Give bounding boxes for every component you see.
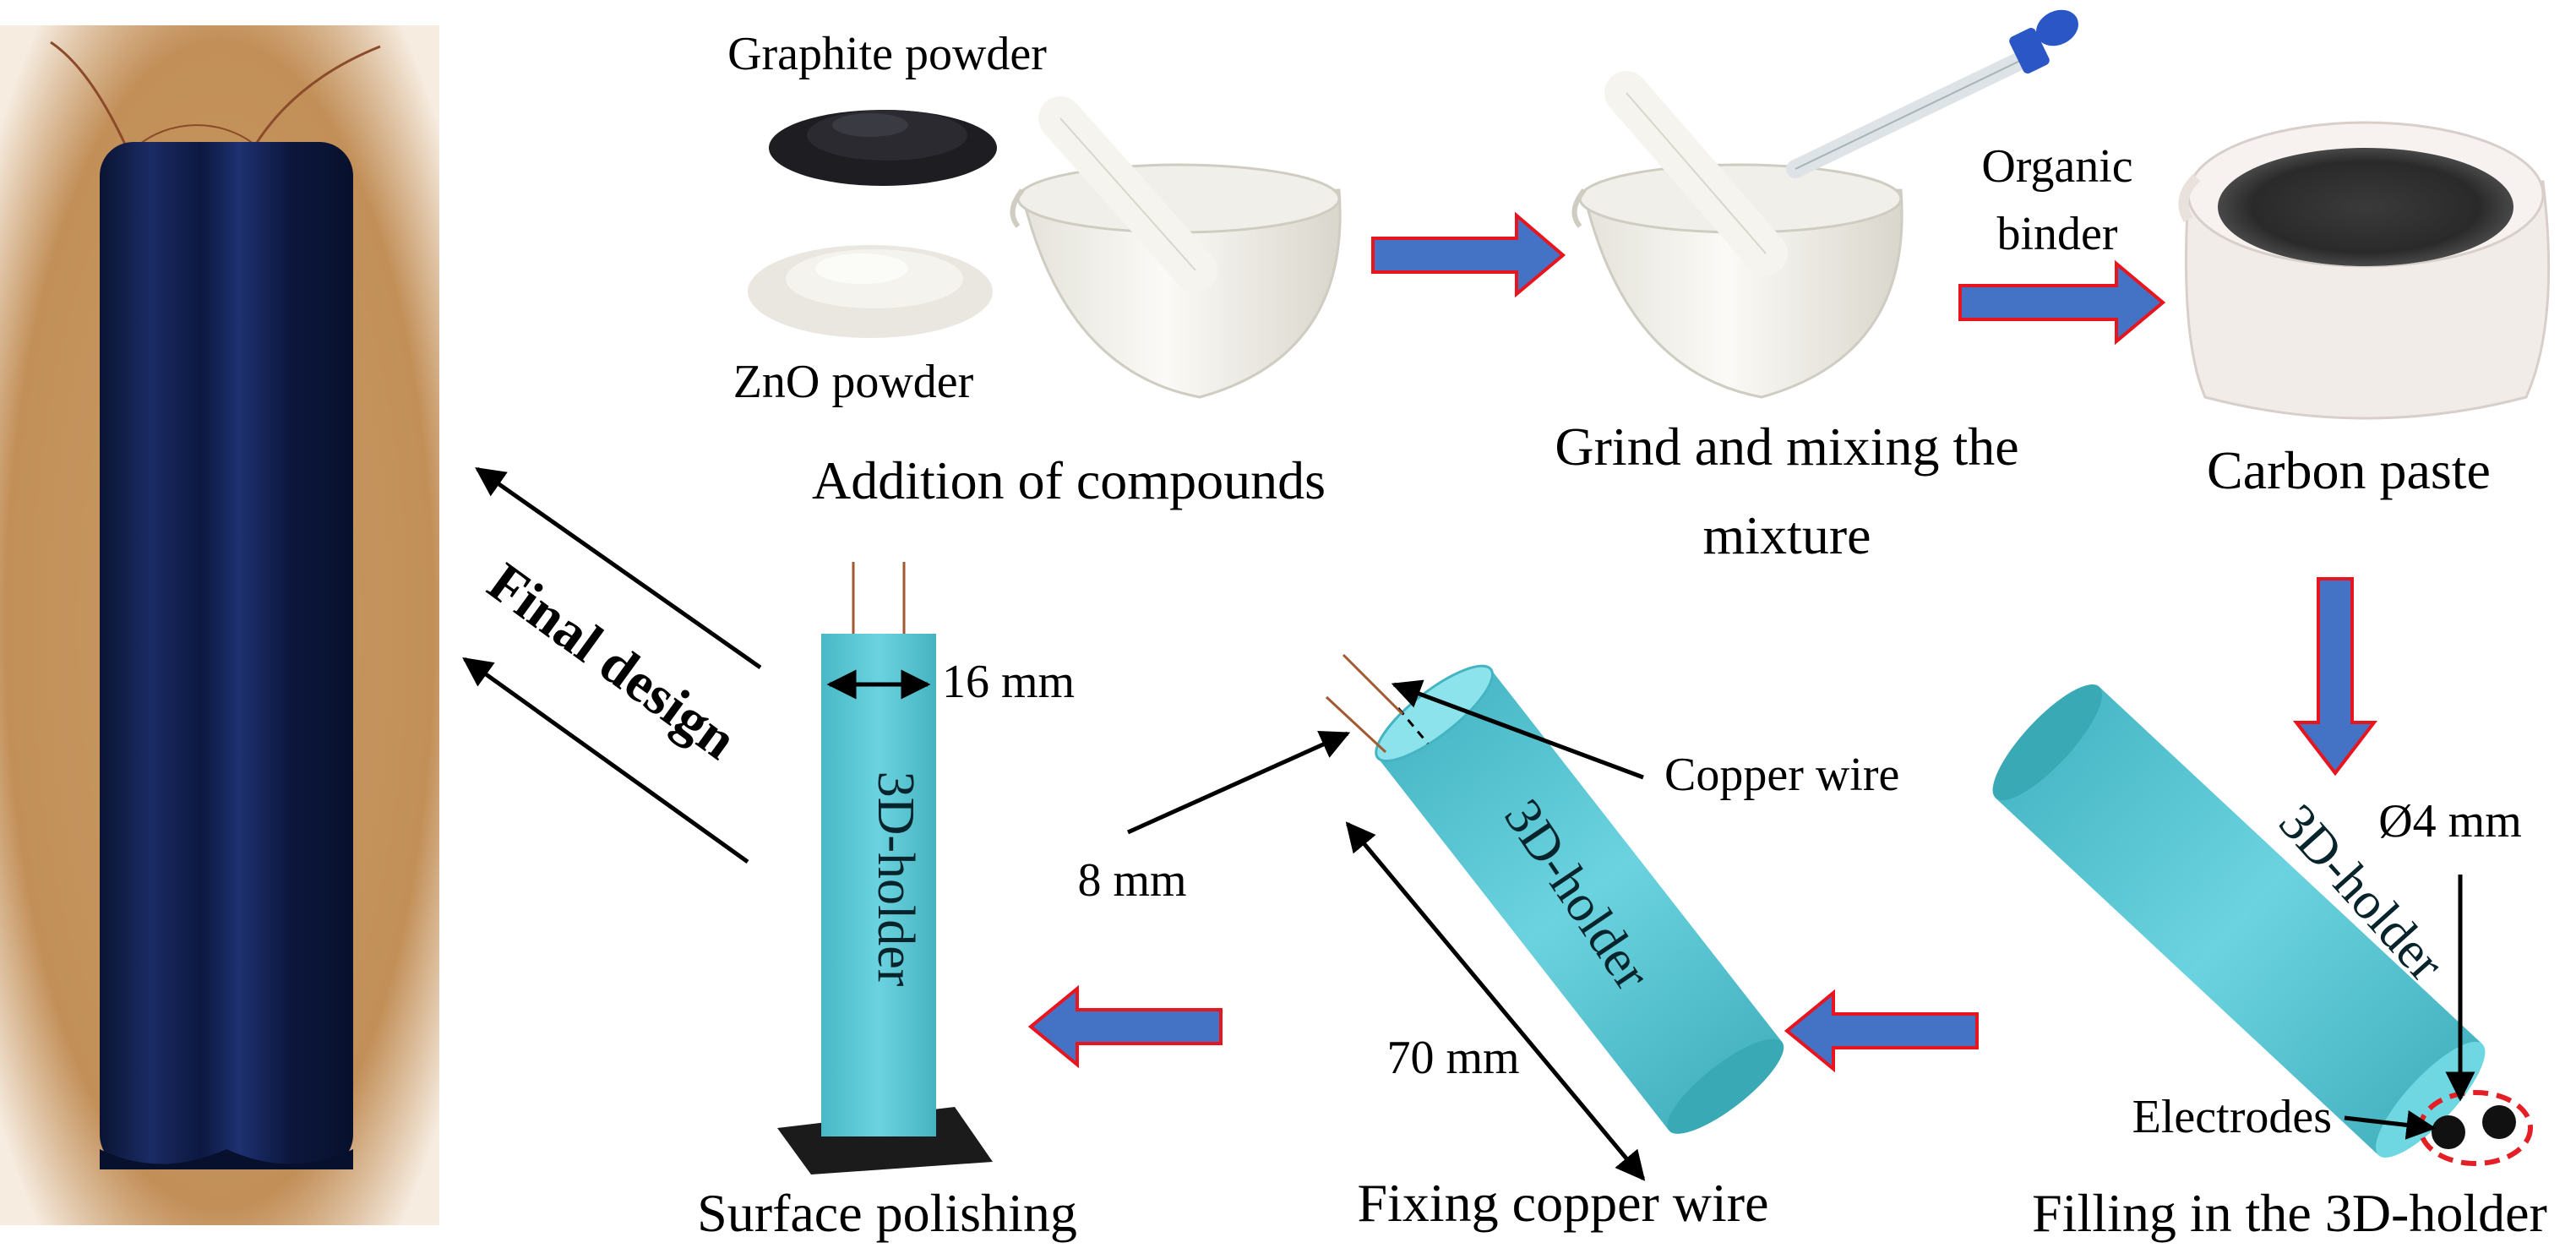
length-70mm-label: 70 mm [1386, 1032, 1519, 1084]
graphite-powder-image [769, 110, 997, 186]
electrode-hole-1 [2432, 1115, 2465, 1149]
diameter-8mm-pointer [1128, 733, 1348, 832]
zno-powder-label: ZnO powder [733, 356, 974, 408]
carbon-paste-image [2183, 123, 2548, 418]
copper-wire-strand-2 [1326, 697, 1386, 752]
zno-powder-image [748, 245, 993, 338]
final-design-label: Final design [477, 551, 747, 771]
flow-arrow-filling-to-fixing [1787, 993, 1977, 1069]
graphite-powder-label: Graphite powder [727, 28, 1047, 80]
surface-polishing-label: Surface polishing [697, 1183, 1077, 1243]
electrodes-label: Electrodes [2132, 1091, 2332, 1143]
flow-arrow-addition-to-grind [1373, 215, 1563, 294]
flow-arrow-grind-to-paste [1960, 264, 2163, 341]
diameter-4mm-label: Ø4 mm [2378, 795, 2522, 848]
diameter-8mm-label: 8 mm [1077, 854, 1186, 907]
fixing-copper-wire-label: Fixing copper wire [1358, 1173, 1769, 1233]
grind-mixing-label-line2: mixture [1702, 505, 1871, 565]
width-16mm-label: 16 mm [942, 656, 1075, 708]
grind-mixing-label-line1: Grind and mixing the [1555, 417, 2018, 477]
filling-3d-holder-label: Filling in the 3D-holder [2032, 1183, 2547, 1243]
mortar-with-pestle-1 [1013, 118, 1341, 397]
organic-binder-label-line2: binder [1996, 208, 2117, 260]
copper-wire-strand-1 [1343, 655, 1402, 714]
organic-binder-label-line1: Organic [1981, 140, 2132, 193]
flow-arrow-paste-to-filling [2296, 579, 2374, 773]
final-device-photo [0, 25, 439, 1225]
carbon-paste-label: Carbon paste [2207, 440, 2491, 500]
addition-of-compounds-label: Addition of compounds [812, 450, 1326, 510]
vertical-holder-label: 3D-holder [867, 771, 924, 987]
copper-wire-label: Copper wire [1664, 749, 1899, 801]
flow-arrow-fixing-to-polishing [1031, 989, 1221, 1065]
device-body [100, 142, 353, 1169]
electrode-hole-2 [2482, 1105, 2516, 1139]
